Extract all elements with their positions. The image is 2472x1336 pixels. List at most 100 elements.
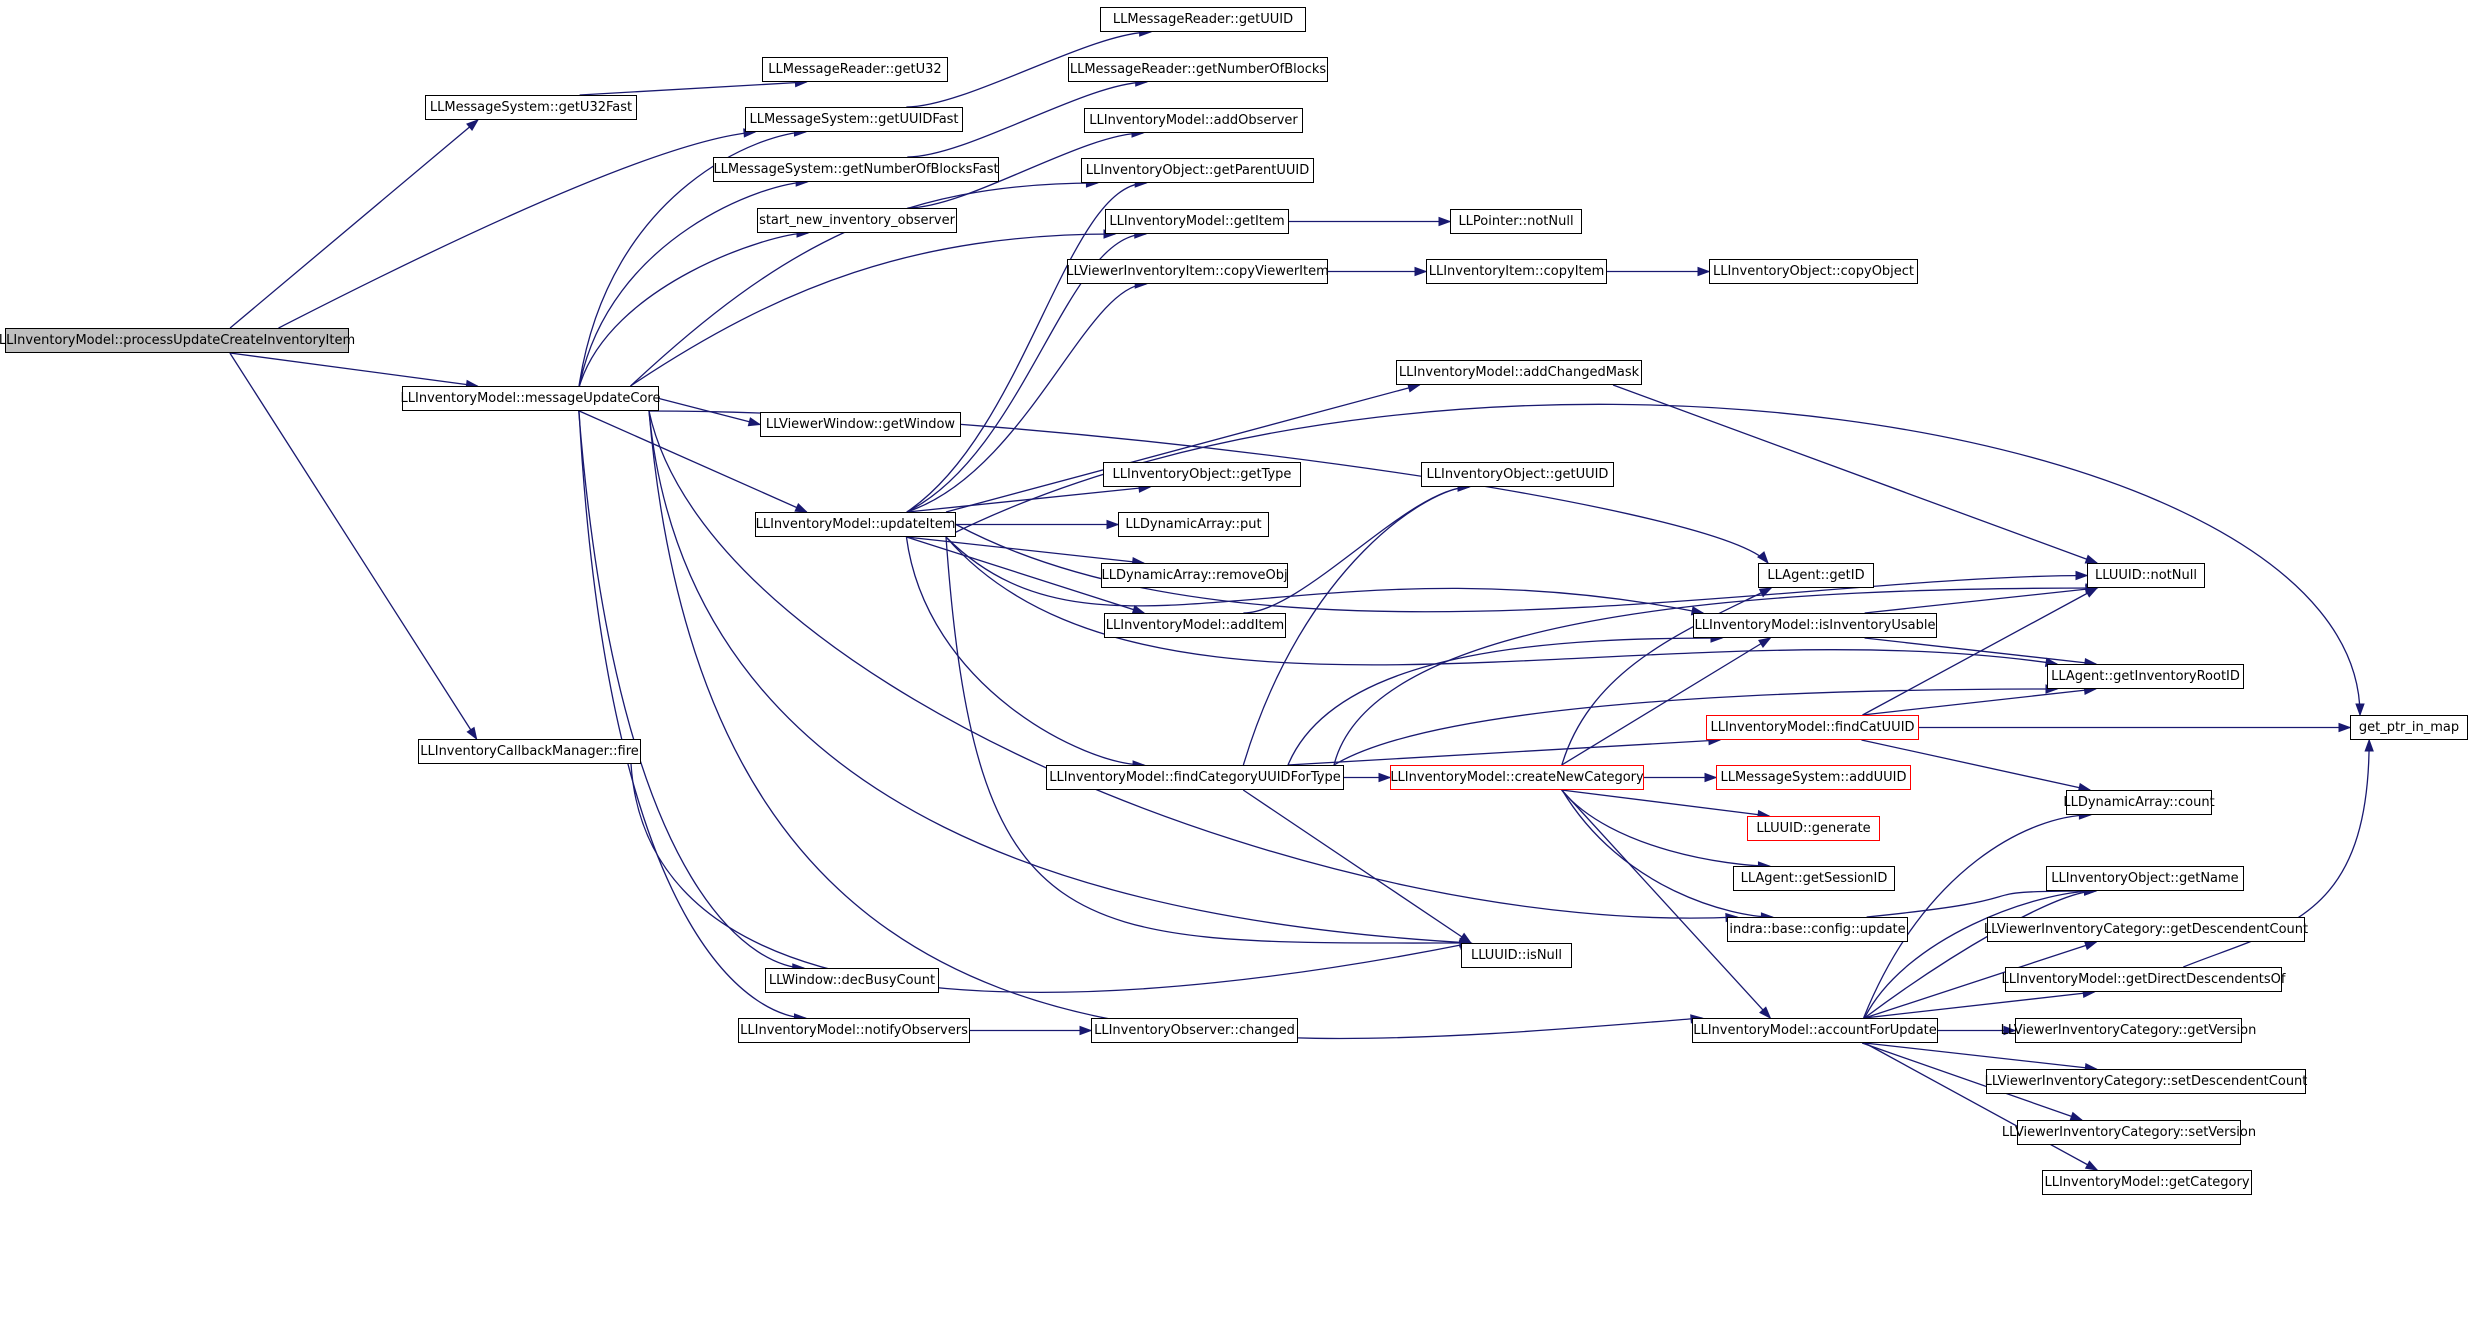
node-get-u32[interactable]: LLMessageReader::getU32: [762, 57, 948, 82]
edge-getUUIDFast-to-getUUID: [906, 31, 1151, 108]
edge-arrowhead: [1759, 1006, 1772, 1020]
node-set-desc-count[interactable]: LLViewerInventoryCategory::setDescendent…: [1985, 1069, 2307, 1094]
edge-arrowhead: [2084, 1160, 2099, 1171]
node-dec-busy[interactable]: LLWindow::decBusyCount: [765, 968, 939, 993]
edge-arrowhead: [1106, 519, 1120, 530]
edge-arrowhead: [1079, 1025, 1093, 1036]
node-get-inv-root-i-d[interactable]: LLAgent::getInventoryRootID: [2047, 664, 2244, 689]
edge-updateItem-to-getItem: [906, 233, 1146, 513]
node-is-null[interactable]: LLUUID::isNull: [1461, 943, 1572, 968]
node-cb-fire[interactable]: LLInventoryCallbackManager::fire: [418, 739, 641, 764]
edge-arrowhead: [1758, 637, 1772, 649]
edge-arrowhead: [1758, 587, 1773, 598]
edge-accountForUpdate-to-getName: [1863, 890, 2096, 1019]
node-config-update[interactable]: indra::base::config::update: [1727, 917, 1908, 942]
edge-arrowhead: [2083, 941, 2098, 951]
edge-createNewCat-to-accountForUpdate: [1561, 789, 1771, 1019]
node-add-observer[interactable]: LLInventoryModel::addObserver: [1084, 108, 1303, 133]
edge-updateItem-to-addChangedMask: [945, 384, 1420, 513]
node-get-num-blocks-fast[interactable]: LLMessageSystem::getNumberOfBlocksFast: [713, 157, 999, 182]
edge-getNumBlocksFast-to-getNumBlocks: [907, 81, 1147, 158]
node-generate[interactable]: LLUUID::generate: [1747, 816, 1880, 841]
edge-updateItem-to-removeObj: [906, 536, 1144, 564]
edge-messageUpdateCore-to-notifyObservers: [578, 410, 806, 1019]
node-get-ptr-in-map[interactable]: get_ptr_in_map: [2350, 715, 2468, 740]
edge-updateItem-to-isNull: [945, 536, 1472, 944]
node-get-direct-desc[interactable]: LLInventoryModel::getDirectDescendentsOf: [2002, 967, 2286, 992]
edge-accountForUpdate-to-count: [1862, 814, 2091, 1019]
node-pucii: LLInventoryModel::processUpdateCreateInv…: [0, 328, 355, 353]
edge-arrowhead: [2075, 570, 2089, 581]
node-get-num-blocks[interactable]: LLMessageReader::getNumberOfBlocks: [1068, 57, 1328, 82]
edge-cbFire-to-isNull: [630, 763, 1472, 994]
node-add-u-u-i-d[interactable]: LLMessageSystem::addUUID: [1716, 765, 1911, 790]
edge-findCatForType-to-findCatUUID: [1287, 739, 1720, 766]
edge-findCatForType-to-getUUIDobj: [1242, 486, 1470, 766]
node-get-session-i-d[interactable]: LLAgent::getSessionID: [1733, 866, 1895, 891]
edge-messageUpdateCore-to-getNumBlocksFast: [578, 181, 808, 387]
node-get-parent-u-u-i-d[interactable]: LLInventoryObject::getParentUUID: [1081, 158, 1314, 183]
edge-findCatUUID-to-notNullUUID: [1862, 587, 2098, 716]
node-find-cat-u-u-i-d[interactable]: LLInventoryModel::findCatUUID: [1706, 715, 1919, 740]
edge-arrowhead: [1697, 266, 1711, 277]
node-update-item[interactable]: LLInventoryModel::updateItem: [755, 512, 956, 537]
node-copy-object[interactable]: LLInventoryObject::copyObject: [1709, 259, 1918, 284]
edge-arrowhead: [1438, 216, 1452, 227]
node-get-item[interactable]: LLInventoryModel::getItem: [1105, 209, 1289, 234]
node-not-null-u-u-i-d[interactable]: LLUUID::notNull: [2087, 563, 2205, 588]
edge-arrowhead: [1458, 932, 1473, 944]
node-get-i-d[interactable]: LLAgent::getID: [1758, 563, 1874, 588]
node-set-version[interactable]: LLViewerInventoryCategory::setVersion: [2002, 1120, 2256, 1145]
edge-arrowhead: [2338, 722, 2352, 733]
node-remove-obj[interactable]: LLDynamicArray::removeObj: [1101, 563, 1288, 588]
edge-updateItem-to-addItem: [906, 536, 1145, 614]
node-get-u-u-i-d-fast[interactable]: LLMessageSystem::getUUIDFast: [745, 107, 963, 132]
edge-messageUpdateCore-to-decBusy: [578, 410, 804, 969]
node-message-update-core[interactable]: LLInventoryModel::messageUpdateCore: [401, 386, 660, 411]
edge-updateItem-to-getParentUUID: [906, 182, 1147, 513]
edge-createNewCat-to-configUpdate: [1561, 789, 1773, 918]
node-get-u-u-i-dobj[interactable]: LLInventoryObject::getUUID: [1421, 462, 1614, 487]
edge-messageUpdateCore-to-updateItem: [578, 410, 808, 513]
edge-findCatForType-to-notNullUUID: [1333, 587, 2098, 766]
node-put[interactable]: LLDynamicArray::put: [1118, 512, 1269, 537]
node-copy-viewer-item[interactable]: LLViewerInventoryItem::copyViewerItem: [1066, 259, 1329, 284]
node-create-new-cat[interactable]: LLInventoryModel::createNewCategory: [1390, 765, 1644, 790]
edge-addChangedMask-to-notNullUUID: [1612, 384, 2098, 564]
edge-arrowhead: [794, 503, 809, 513]
node-get-version[interactable]: LLViewerInventoryCategory::getVersion: [2001, 1018, 2256, 1043]
node-copy-item[interactable]: LLInventoryItem::copyItem: [1426, 259, 1607, 284]
node-get-u32-fast[interactable]: LLMessageSystem::getU32Fast: [425, 95, 637, 120]
node-changed[interactable]: LLInventoryObserver::changed: [1091, 1018, 1298, 1043]
node-not-null-ptr[interactable]: LLPointer::notNull: [1450, 209, 1582, 234]
node-account-for-update[interactable]: LLInventoryModel::accountForUpdate: [1692, 1018, 1938, 1043]
edge-pucii-to-getUUIDFast: [278, 131, 756, 329]
node-add-changed-mask[interactable]: LLInventoryModel::addChangedMask: [1396, 360, 1642, 385]
node-get-name[interactable]: LLInventoryObject::getName: [2046, 866, 2244, 891]
node-get-u-u-i-d[interactable]: LLMessageReader::getUUID: [1100, 7, 1306, 32]
edge-arrowhead: [1407, 383, 1421, 393]
node-is-inv-usable[interactable]: LLInventoryModel::isInventoryUsable: [1693, 613, 1937, 638]
edge-addItem-to-getUUIDobj: [1243, 486, 1470, 614]
edge-messageUpdateCore-to-configUpdate: [648, 410, 1738, 919]
edge-arrowhead: [1414, 266, 1428, 277]
edge-arrowhead: [1378, 772, 1392, 783]
node-get-type[interactable]: LLInventoryObject::getType: [1103, 462, 1301, 487]
node-notify-observers[interactable]: LLInventoryModel::notifyObservers: [738, 1018, 970, 1043]
node-get-window[interactable]: LLViewerWindow::getWindow: [760, 412, 961, 437]
node-find-cat-for-type[interactable]: LLInventoryModel::findCategoryUUIDForTyp…: [1046, 765, 1344, 790]
node-count[interactable]: LLDynamicArray::count: [2063, 790, 2215, 815]
node-add-item[interactable]: LLInventoryModel::addItem: [1104, 613, 1286, 638]
edge-accountForUpdate-to-getDescCount: [1864, 941, 2097, 1019]
edge-configUpdate-to-getName: [1866, 890, 2096, 918]
edge-updateItem-to-getInvRootID: [945, 536, 2058, 666]
node-get-category[interactable]: LLInventoryModel::getCategory: [2042, 1170, 2252, 1195]
edge-messageUpdateCore-to-getUUIDFast: [578, 131, 806, 387]
node-start-observer[interactable]: start_new_inventory_observer: [757, 208, 957, 233]
edge-findCatForType-to-isNull: [1242, 789, 1472, 944]
node-get-desc-count[interactable]: LLViewerInventoryCategory::getDescendent…: [1984, 917, 2308, 942]
edge-getDirectDesc-to-getPtrInMap: [2183, 739, 2370, 968]
edge-startObserver-to-addObserver: [907, 132, 1144, 209]
